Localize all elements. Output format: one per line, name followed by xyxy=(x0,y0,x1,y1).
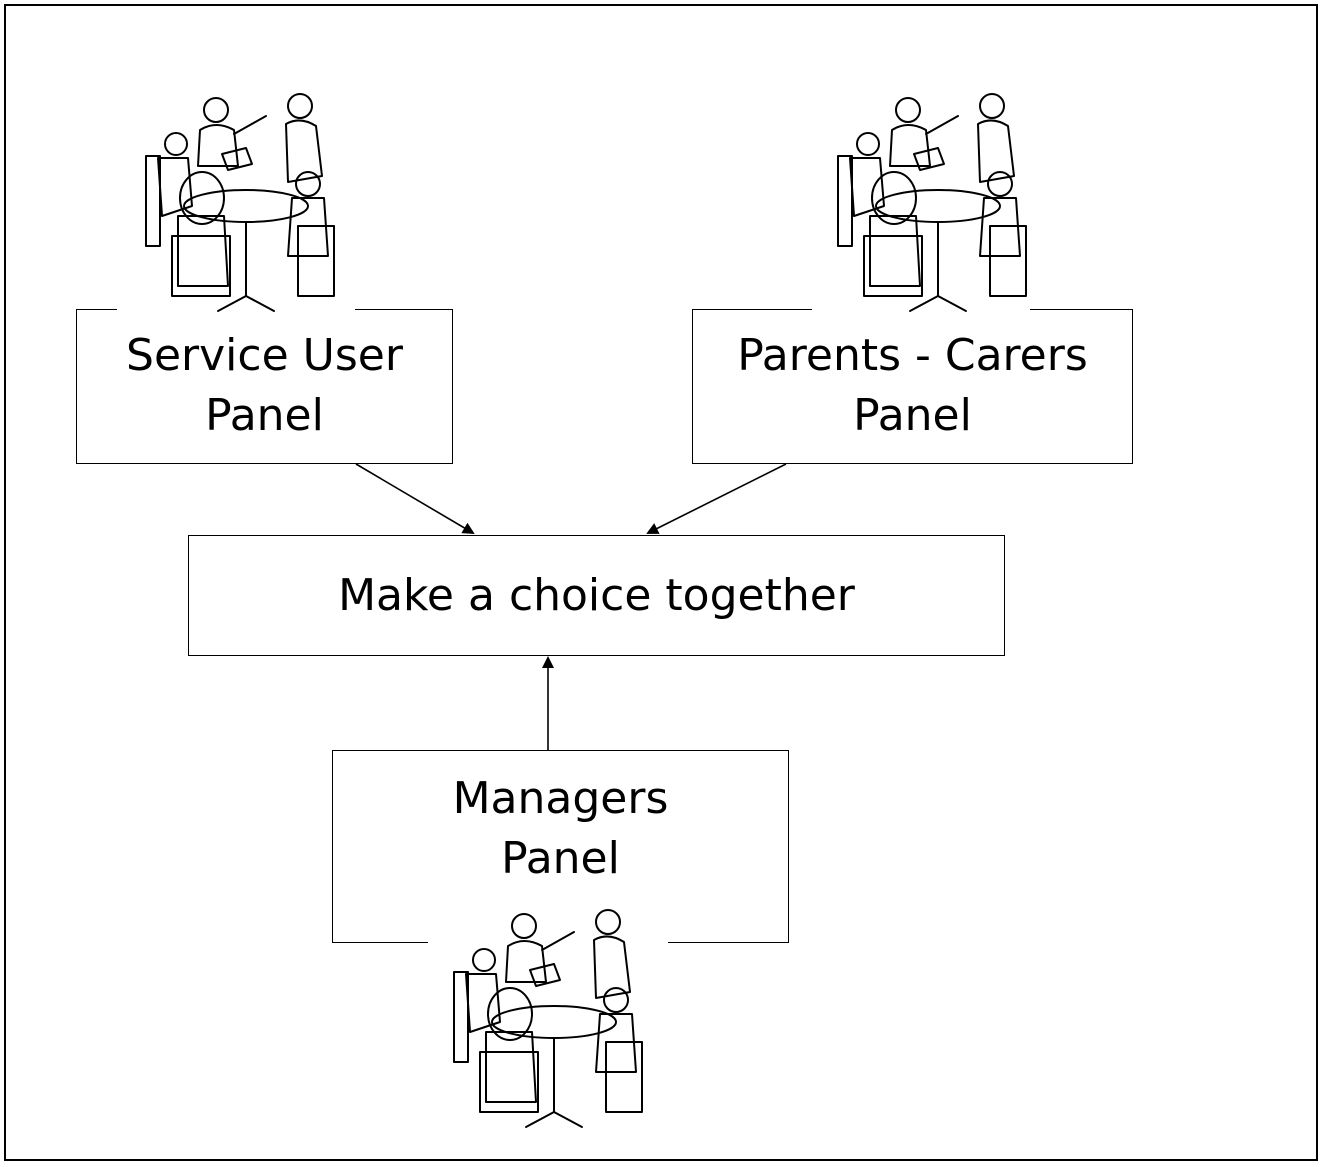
service-user-panel-box: Service User Panel xyxy=(76,309,453,464)
managers-panel-box: Managers Panel xyxy=(332,750,789,943)
meeting-people-icon xyxy=(145,93,335,312)
diagram-frame xyxy=(4,4,1318,1161)
meeting-people-icon xyxy=(453,909,643,1128)
parents-carers-top-edge-right xyxy=(1030,309,1133,310)
service-user-panel-line1: Service User xyxy=(126,330,403,381)
make-choice-box: Make a choice together xyxy=(188,535,1005,656)
managers-bottom-edge-right xyxy=(668,942,789,943)
meeting-people-icon xyxy=(837,93,1027,312)
managers-panel-line2: Panel xyxy=(501,833,620,884)
parents-carers-panel-box: Parents - Carers Panel xyxy=(692,309,1133,464)
parents-carers-panel-line2: Panel xyxy=(853,390,972,441)
managers-bottom-edge-left xyxy=(332,942,428,943)
service-user-top-edge-right xyxy=(355,309,453,310)
managers-panel-line1: Managers xyxy=(452,773,669,824)
parents-carers-panel-line1: Parents - Carers xyxy=(737,330,1088,381)
service-user-top-edge-left xyxy=(76,309,117,310)
make-choice-label: Make a choice together xyxy=(338,569,855,621)
service-user-panel-line2: Panel xyxy=(205,390,324,441)
parents-carers-top-edge-left xyxy=(692,309,812,310)
